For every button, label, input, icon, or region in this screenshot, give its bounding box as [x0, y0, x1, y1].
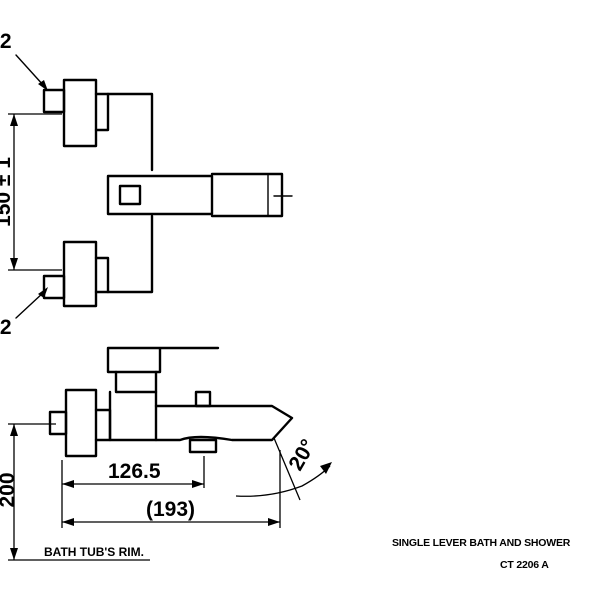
side-cartridge	[114, 370, 158, 394]
title-line-2: CT 2206 A	[500, 559, 549, 571]
side-view	[8, 346, 332, 561]
dim-line-200	[8, 423, 150, 561]
dim-label-centers: 150 ± 1	[0, 157, 15, 227]
inlet-nut-bottom	[42, 274, 66, 300]
thread-label-bottom: /2	[0, 316, 12, 339]
dim-label-193: (193)	[146, 498, 195, 521]
dim-arrow-193-left	[62, 518, 74, 526]
dim-arrow-126-left	[62, 480, 74, 488]
eccentric-bottom	[62, 240, 98, 308]
angle-line	[273, 437, 301, 501]
lever-extension	[210, 172, 284, 218]
lever-axis	[267, 173, 293, 217]
title-line-1: SINGLE LEVER BATH AND SHOWER	[392, 537, 571, 549]
angle-arc	[235, 465, 331, 497]
angle-arrow	[320, 462, 332, 474]
dim-extension-lines	[61, 450, 281, 528]
side-inlet-nut	[48, 410, 68, 436]
rim-label: BATH TUB'S RIM.	[44, 545, 144, 559]
lever-handle	[106, 174, 214, 216]
thread-leader-top	[15, 54, 45, 87]
shower-outlet	[188, 438, 218, 454]
side-connector	[94, 408, 112, 442]
dim-arrow-193-right	[268, 518, 280, 526]
dim-label-126: 126.5	[108, 460, 161, 483]
body-upper	[106, 92, 154, 172]
lever-hub	[118, 184, 142, 206]
side-lever	[106, 346, 220, 374]
dim-line-vertical-centers	[8, 113, 62, 271]
thread-label-top: /2	[0, 30, 12, 53]
dim-label-200: 200	[0, 472, 19, 507]
top-view	[8, 54, 293, 319]
dim-arrow-200-up	[10, 424, 18, 436]
side-body	[108, 390, 158, 442]
connector-bottom	[94, 256, 110, 294]
side-eccentric	[64, 388, 98, 458]
dim-arrow-up	[10, 114, 18, 126]
diverter-knob	[194, 390, 212, 408]
dim-arrow-200-down	[10, 548, 18, 560]
connector-top	[94, 92, 110, 132]
angle-label: 20°	[284, 435, 320, 474]
thread-leader-bottom	[15, 291, 45, 319]
inlet-nut-top	[42, 88, 66, 114]
dim-arrow-126-right	[192, 480, 204, 488]
thread-leader-top-arrow	[38, 80, 48, 91]
eccentric-top	[62, 78, 98, 148]
body-lower	[106, 214, 154, 294]
dim-arrow-down	[10, 258, 18, 270]
spout	[154, 404, 294, 442]
